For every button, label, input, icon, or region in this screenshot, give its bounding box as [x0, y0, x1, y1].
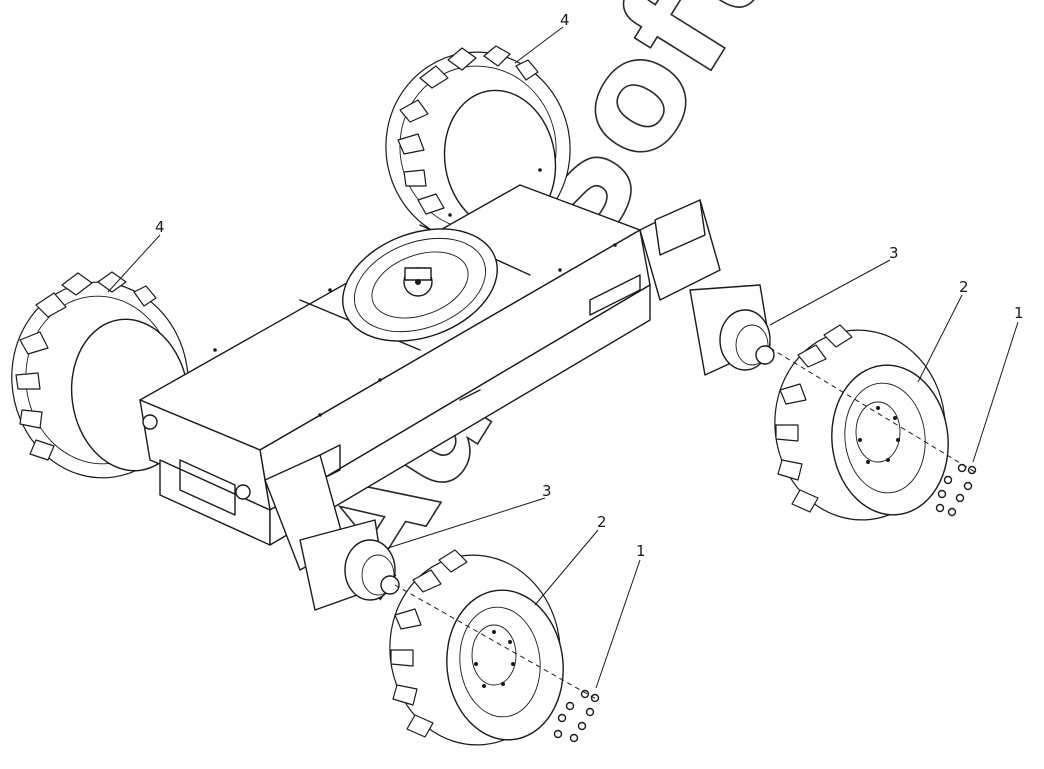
callout-2-front-right: 2: [597, 513, 607, 531]
callout-3-front: 3: [542, 482, 552, 500]
callout-1-front-right: 1: [636, 542, 646, 560]
callout-3-rear: 3: [889, 244, 899, 262]
assembly-axis-front: [394, 584, 599, 701]
callout-leaders: [107, 26, 1019, 689]
front-right-wheel: [389, 549, 564, 746]
callout-1-rear-right: 1: [1014, 304, 1024, 322]
lug-nuts-front-right: [553, 689, 600, 743]
chassis-frame: [139, 168, 651, 546]
assembly-axis-rear: [769, 347, 976, 473]
rear-right-axle-housing: [639, 199, 775, 376]
rear-right-wheel: [774, 324, 949, 521]
callout-2-rear-right: 2: [959, 278, 969, 296]
callout-4-top: 4: [560, 11, 570, 29]
front-right-axle-housing: [264, 454, 400, 611]
callout-4-left: 4: [155, 218, 165, 236]
slewing-ring-turntable: [342, 228, 498, 342]
